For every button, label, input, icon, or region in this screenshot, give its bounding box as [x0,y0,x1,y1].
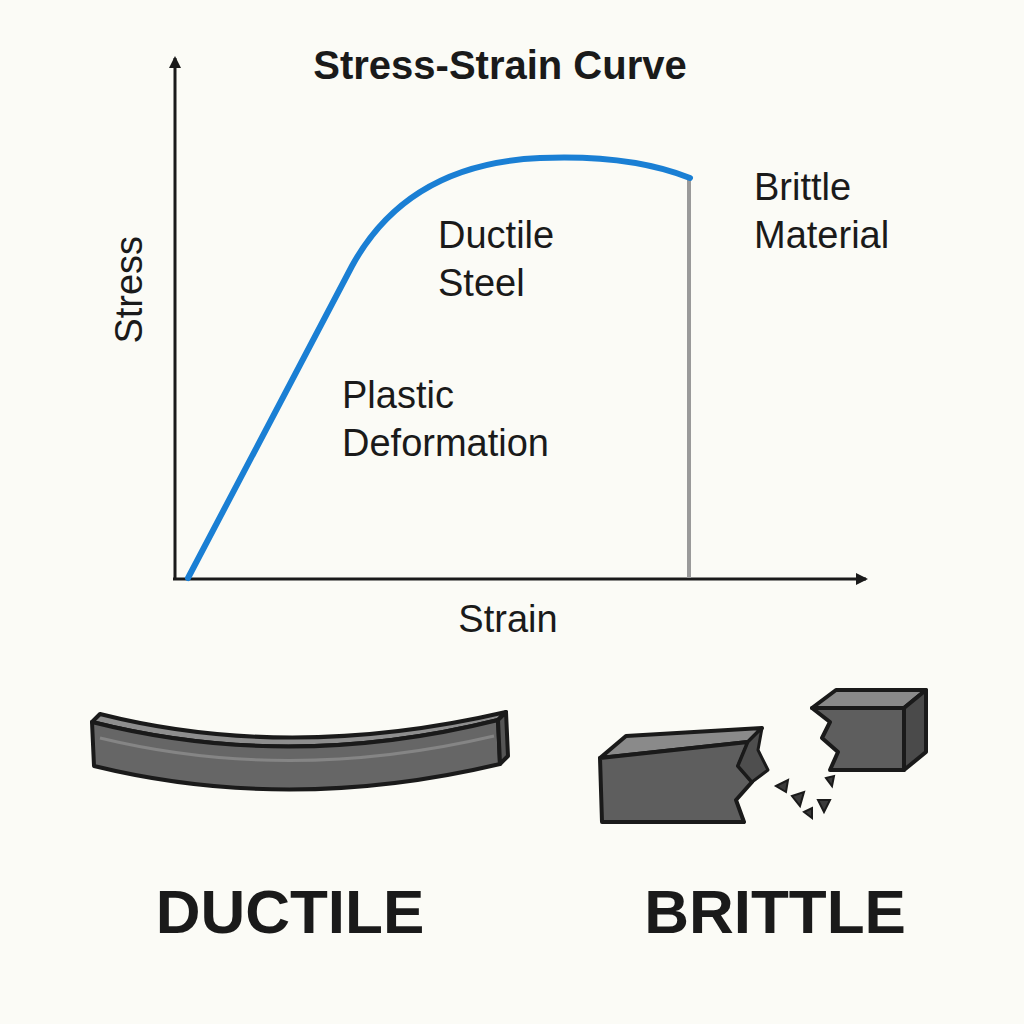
illustration-caption: DUCTILE [156,873,425,951]
brittle-bar [600,690,926,822]
curve-label: Brittle Material [754,164,944,259]
illustration-caption: BRITTLE [644,873,906,951]
axis-label: Stress [106,236,154,344]
region-label: Plastic Deformation [342,372,612,467]
fracture-line [687,178,691,578]
chart-title: Stress-Strain Curve [313,40,686,90]
stress-axis [174,58,177,579]
curve-label: Ductile Steel [438,212,618,307]
ductile-bar [92,712,508,790]
strain-axis [173,578,866,581]
stress-strain-curve [188,158,690,578]
axis-label: Strain [458,596,557,644]
